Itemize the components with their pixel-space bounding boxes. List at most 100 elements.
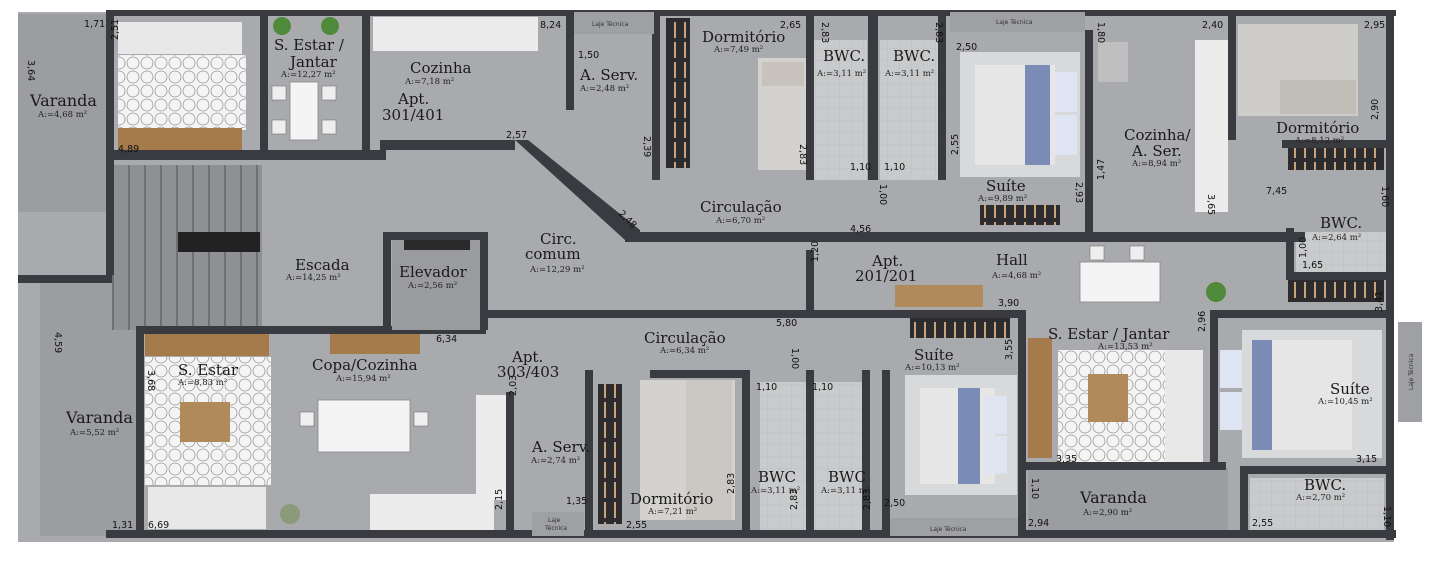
- room-name: Suíte: [1330, 380, 1370, 398]
- room-area: A:=3,11 m²: [816, 69, 866, 79]
- counter-copa: [370, 494, 494, 530]
- room-name: BWC: [828, 468, 866, 486]
- bwc-ne-floor: [1296, 232, 1386, 272]
- room-area: A:=2,56 m²: [407, 281, 457, 291]
- laje-label: Laje: [548, 517, 561, 524]
- room-area: A:=8,12 m²: [1294, 136, 1344, 146]
- laje-tecnica-label: Laje Técnica: [1408, 353, 1415, 390]
- room-name: BWC.: [1320, 214, 1362, 232]
- dimension: 1,47: [1096, 159, 1107, 180]
- room-area: A:=10,45 m²: [1317, 397, 1373, 407]
- room-area: A:=6,70 m²: [715, 216, 765, 226]
- dimension: 2,50: [884, 498, 905, 509]
- bwc-se-floor: [1250, 478, 1384, 536]
- room-name: Hall: [996, 251, 1028, 269]
- room-name: Elevador: [399, 263, 468, 281]
- dimension: 2,94: [1028, 518, 1049, 529]
- dimension: 2,96: [1197, 311, 1208, 332]
- dimension: 2,83: [862, 489, 873, 510]
- room-area: A:=8,83 m²: [177, 378, 227, 388]
- plant-icon: [280, 504, 300, 524]
- bwc-n2-floor: [880, 40, 938, 180]
- room-name: Varanda: [1079, 488, 1147, 507]
- room-area: A:=13,53 m²: [1097, 342, 1153, 352]
- room-area: A:=12,29 m²: [529, 265, 585, 275]
- dimension: 1,35: [566, 496, 587, 507]
- dimension: 4,56: [850, 224, 871, 235]
- room-area: A:=2,70 m²: [1295, 493, 1345, 503]
- room-name: BWC.: [823, 47, 865, 65]
- laje-tecnica-2: [950, 12, 1085, 32]
- room-name: Suíte: [986, 177, 1026, 195]
- dimension: 2,83: [726, 473, 737, 494]
- dimension: 1,10: [884, 162, 905, 173]
- dimension: 2,39: [641, 136, 652, 157]
- bed-suite-se: [1220, 330, 1382, 458]
- room-name: Suíte: [914, 346, 954, 364]
- room-area: A:=3,11 m²: [750, 486, 800, 496]
- room-name: Dormitório: [630, 490, 713, 508]
- room-area: A:=14,25 m²: [285, 273, 341, 283]
- room-name: Cozinha/: [1124, 126, 1191, 144]
- dimension: 2,55: [1252, 518, 1273, 529]
- laje-tecnica-3: [1398, 322, 1422, 422]
- bed-dorm-n: [758, 58, 808, 170]
- room-labels: Varanda A:=4,68 m² S. Estar / Jantar A:=…: [29, 28, 1373, 518]
- dimension: 2,83: [797, 144, 808, 165]
- room-area: A:=2,48 m²: [579, 84, 629, 94]
- dimension: 1,65: [1302, 260, 1323, 271]
- sideboard-nw: [118, 128, 242, 152]
- room-area: A:=2,74 m²: [530, 456, 580, 466]
- dimension: 6,69: [148, 520, 169, 531]
- room-area: A:=4,68 m²: [991, 271, 1041, 281]
- elevator-shaft: [392, 240, 480, 330]
- dimension: 1,71: [84, 19, 105, 30]
- room-name: A. Ser.: [1131, 142, 1182, 160]
- plant-icon: [273, 17, 291, 35]
- room-area: A:=7,49 m²: [713, 45, 763, 55]
- room-area: A:=2,64 m²: [1311, 233, 1361, 243]
- tecnica-label: Técnica: [544, 525, 567, 532]
- laje-tecnica-label: Laje Técnica: [930, 526, 967, 533]
- room-name: Circ.: [540, 230, 577, 248]
- dimension: 3,90: [998, 298, 1019, 309]
- coffee-table-sw: [180, 402, 230, 442]
- dimension: 1,10: [756, 382, 777, 393]
- dimension: 2,83: [789, 489, 800, 510]
- room-area: A:=4,68 m²: [37, 110, 87, 120]
- bwc-n1-floor: [812, 40, 867, 180]
- room-name: S. Estar: [178, 361, 239, 379]
- room-area: A:=7,18 m²: [404, 77, 454, 87]
- dimension: 1,00: [789, 348, 800, 369]
- dimension: 4,59: [52, 332, 63, 353]
- wardrobe-dorm-s: [598, 384, 622, 524]
- counter-copa-side: [476, 395, 508, 500]
- room-name: S. Estar /: [274, 36, 345, 54]
- room-area: A:=6,34 m²: [659, 346, 709, 356]
- room-name: BWC.: [893, 47, 935, 65]
- dimension: 3,35: [1056, 454, 1077, 465]
- laje-tecnica-1: [574, 12, 654, 34]
- dimension: 1,00: [1298, 237, 1309, 258]
- room-area: A:=2,90 m²: [1082, 508, 1132, 518]
- wardrobe-suite-n: [980, 205, 1060, 225]
- room-area: A:=3,11 m²: [884, 69, 934, 79]
- dimension: 2,50: [956, 42, 977, 53]
- plant-icon: [1206, 282, 1226, 302]
- counter-cozinha-n: [373, 17, 538, 51]
- room-name: Apt.: [511, 348, 543, 366]
- dimension: 5,80: [776, 318, 797, 329]
- bwc-s1-floor: [760, 382, 810, 532]
- room-name: Cozinha: [410, 59, 472, 77]
- dimension: 3,64: [25, 60, 36, 81]
- room-name: Escada: [295, 256, 350, 274]
- dining-table-sw: [299, 399, 429, 453]
- dimension: 1,80: [1095, 22, 1106, 43]
- dimension: 1,10: [850, 162, 871, 173]
- dimension: 3,55: [1004, 339, 1015, 360]
- wardrobe-suite-se: [1288, 280, 1384, 302]
- room-name: Copa/Cozinha: [312, 356, 418, 374]
- room-name: A. Serv.: [579, 66, 638, 84]
- room-name: Jantar: [288, 53, 338, 71]
